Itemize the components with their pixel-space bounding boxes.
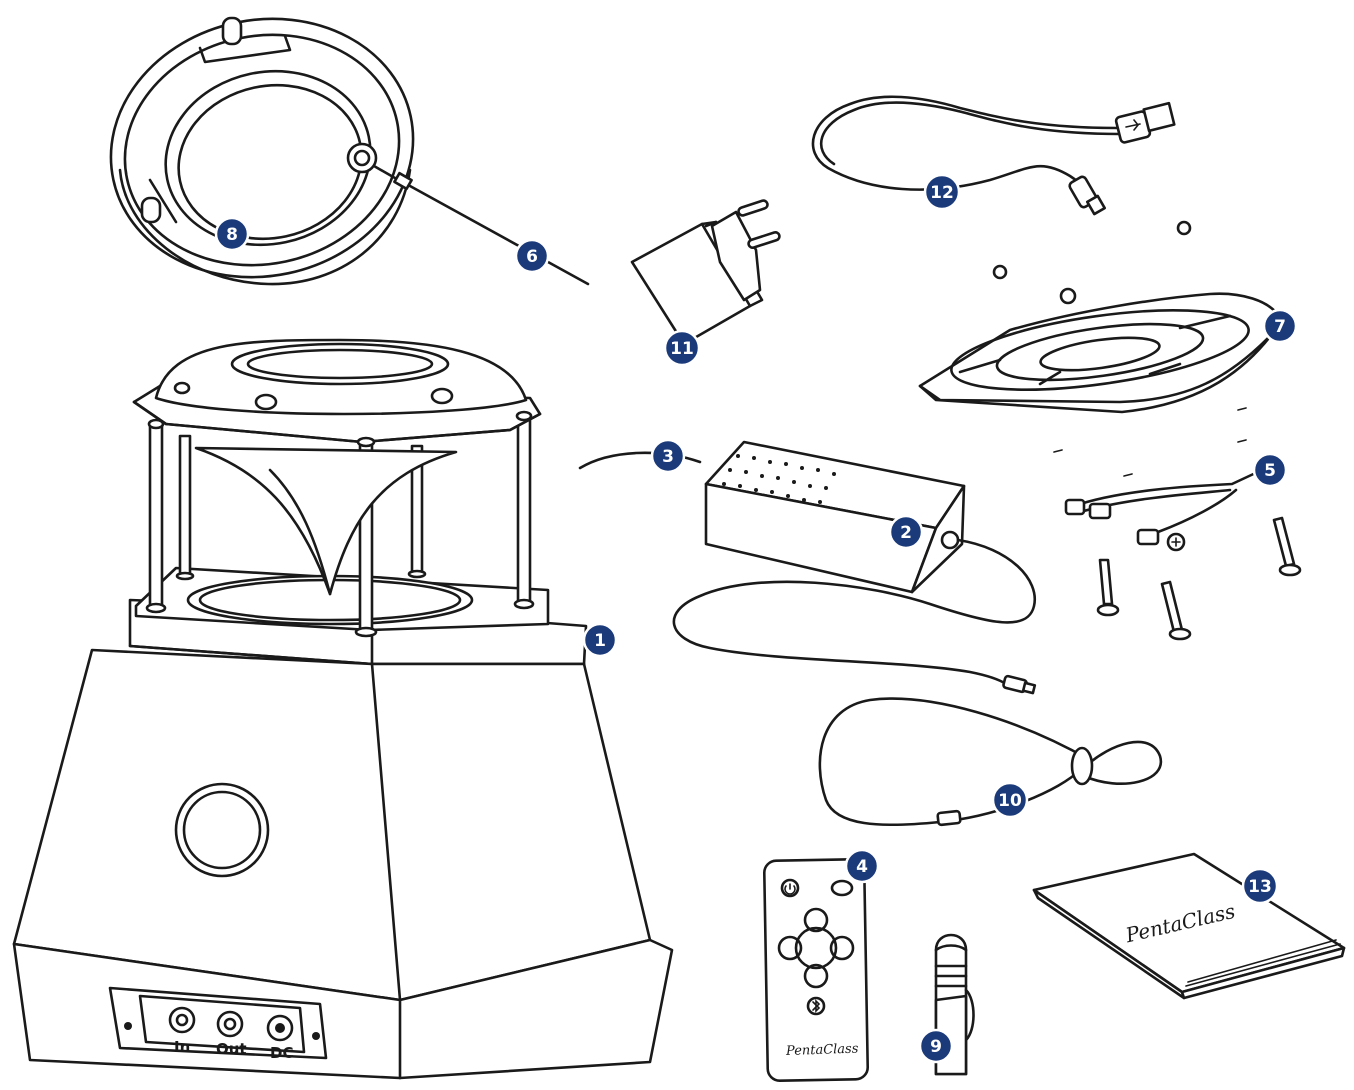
callout-2: 2 — [888, 514, 924, 550]
svg-text:3: 3 — [662, 447, 674, 467]
callout-12: 12 — [923, 173, 961, 211]
svg-text:2: 2 — [900, 523, 912, 543]
part-remote-control: PentaClass — [762, 858, 870, 1082]
part-main-base: In Out DC — [12, 598, 674, 1080]
svg-text:4: 4 — [856, 857, 868, 877]
svg-text:10: 10 — [998, 791, 1022, 811]
part-pin-tool — [346, 142, 590, 286]
part-manual: PentaClass — [1032, 852, 1346, 1000]
bluetooth-icon — [812, 999, 821, 1013]
callout-1: 1 — [582, 622, 618, 658]
vent-holes — [722, 454, 836, 504]
callout-6: 6 — [514, 238, 550, 274]
callout-badges: 1 2 3 4 5 6 7 8 9 10 11 — [214, 173, 1298, 1064]
part-wire-harness — [1064, 468, 1302, 641]
callout-8: 8 — [214, 216, 250, 252]
callout-13: 13 — [1241, 867, 1279, 905]
port-label-dc: DC — [270, 1044, 293, 1062]
usb-icon — [1125, 119, 1141, 131]
port-out — [216, 1010, 244, 1038]
part-loop-cable — [818, 697, 1163, 827]
svg-text:7: 7 — [1274, 317, 1286, 337]
part-power-adapter — [630, 199, 781, 346]
port-in — [168, 1006, 196, 1034]
port-label-in: In — [174, 1038, 190, 1056]
part-tower — [132, 338, 550, 638]
callout-9: 9 — [918, 1028, 954, 1064]
port-label-out: Out — [216, 1040, 247, 1058]
svg-text:12: 12 — [930, 183, 954, 203]
svg-text:9: 9 — [930, 1037, 942, 1057]
callout-10: 10 — [991, 781, 1029, 819]
part-mounting-plate — [918, 220, 1284, 477]
callout-5: 5 — [1252, 452, 1288, 488]
svg-text:11: 11 — [670, 339, 694, 359]
part-power-supply — [578, 440, 1037, 695]
rear-port-panel: In Out DC — [108, 986, 328, 1062]
remote-brand: PentaClass — [785, 1042, 859, 1060]
svg-text:13: 13 — [1248, 877, 1272, 897]
callout-7: 7 — [1262, 308, 1298, 344]
callout-11: 11 — [663, 329, 701, 367]
callout-3: 3 — [650, 438, 686, 474]
svg-text:5: 5 — [1264, 461, 1276, 481]
svg-text:8: 8 — [226, 225, 238, 245]
part-ring-bowl — [109, 16, 590, 286]
callout-4: 4 — [844, 848, 880, 884]
part-usb-cable — [811, 95, 1176, 216]
svg-text:1: 1 — [594, 631, 606, 651]
power-icon — [784, 883, 796, 895]
svg-text:6: 6 — [526, 247, 538, 267]
